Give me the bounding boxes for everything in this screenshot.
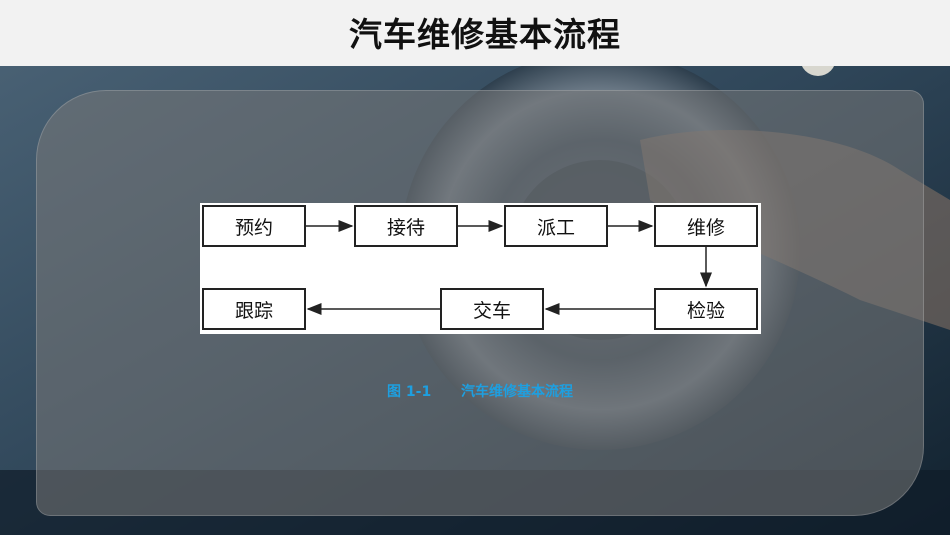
node-yuyue: 预约: [202, 205, 306, 247]
figure-title: 汽车维修基本流程: [460, 384, 573, 400]
figure-caption: 图 1-1 汽车维修基本流程: [300, 381, 660, 401]
node-weixiu: 维修: [654, 205, 758, 247]
node-jianyan: 检验: [654, 288, 758, 330]
node-genzong: 跟踪: [202, 288, 306, 330]
node-jiaoche: 交车: [440, 288, 544, 330]
node-paigong: 派工: [504, 205, 608, 247]
figure-number: 图 1-1: [387, 384, 432, 400]
node-jiedai: 接待: [354, 205, 458, 247]
title-bar: [0, 0, 950, 66]
page-title: 汽车维修基本流程: [349, 15, 621, 54]
